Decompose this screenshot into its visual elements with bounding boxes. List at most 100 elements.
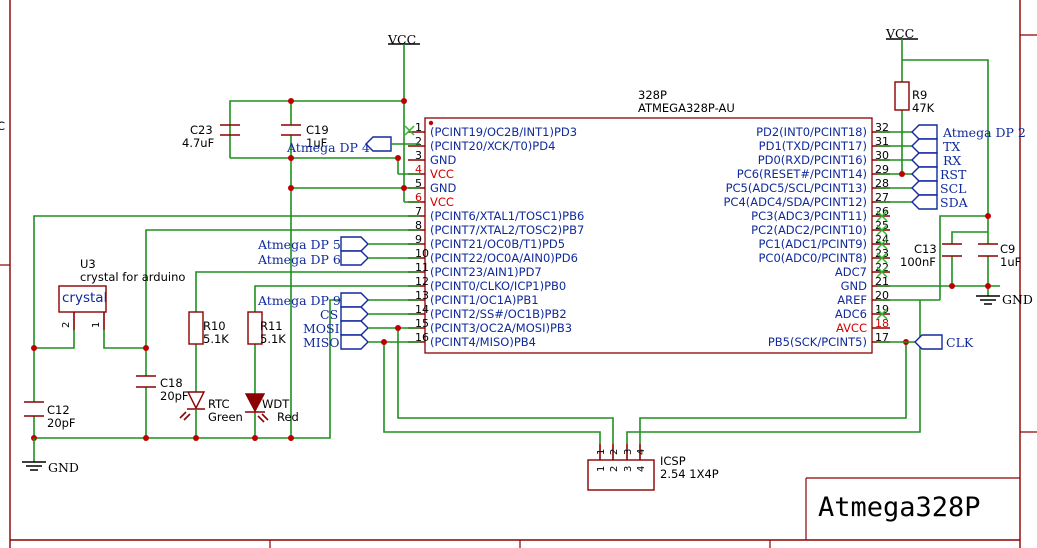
ic-pin-10: 10(PCINT22/OC0A/AIN0)PD6 [408, 247, 578, 265]
ic-pin-number: 20 [875, 289, 889, 302]
crystal-u3[interactable]: crystal U3 crystal for arduino 2 1 [58, 257, 185, 330]
port-clk[interactable]: CLK [914, 334, 974, 350]
cap-c18[interactable]: C18 20pF [136, 375, 189, 403]
u3-pin2: 2 [61, 322, 72, 328]
cap-c9[interactable]: C9 1uF [978, 242, 1021, 269]
u3-pin1: 1 [91, 322, 102, 328]
port-atmega-dp2[interactable]: Atmega DP 2 [911, 124, 1026, 140]
port-atmega-dp6[interactable]: Atmega DP 6 [257, 250, 420, 267]
r10-value: 5.1K [203, 332, 229, 346]
gnd-right-label: GND [1002, 292, 1033, 307]
ic-pin-number: 10 [415, 247, 429, 260]
ic-pin-label: PC5(ADC5/SCL/PCINT13) [726, 181, 867, 195]
ic-part: ATMEGA328P-AU [638, 101, 735, 115]
port-miso[interactable]: MISO [303, 334, 369, 350]
cap-c13[interactable]: C13 100nF [900, 242, 962, 269]
port-rx[interactable]: RX [911, 152, 961, 168]
icsp-header[interactable]: 1 2 3 4 1 2 3 4 ICSP 2.54 1X4P [587, 444, 719, 491]
nc-mark [876, 210, 888, 222]
ic-pin-number: 23 [875, 247, 889, 260]
port-rst-label: RST [940, 167, 967, 182]
ic-pin-number: 1 [415, 121, 422, 134]
ic-pin-20: 20 AREF [837, 289, 890, 307]
ic-pin-number: 28 [875, 177, 889, 190]
ic-pin-number: 12 [415, 275, 429, 288]
ic-pin-number: 26 [875, 205, 889, 218]
port-sda-label: SDA [940, 195, 969, 210]
ic-pin-label: PC2(ADC2/PCINT10) [751, 223, 867, 237]
ic-pin-number: 8 [415, 219, 422, 232]
ic-pin-label: PC6(RESET#/PCINT14) [737, 167, 867, 181]
ic-left-pins: 1(PCINT19/OC2B/INT1)PD32(PCINT20/XCK/T0)… [408, 121, 584, 349]
port-sda[interactable]: SDA [911, 194, 969, 210]
ic-pin-12: 12(PCINT0/CLKO/ICP1)PB0 [408, 275, 566, 293]
ic-pin-number: 22 [875, 261, 889, 274]
ic-pin-number: 6 [415, 191, 422, 204]
ic-pin-25: 25 PC2(ADC2/PCINT10) [751, 219, 890, 237]
r10-ref: R10 [203, 319, 226, 333]
resistor-r11[interactable]: R11 5.1K [247, 311, 286, 346]
svg-text:1: 1 [596, 449, 607, 455]
ic-pin-label: (PCINT2/SS#/OC1B)PB2 [430, 307, 567, 321]
ic-pin-label: (PCINT7/XTAL2/TOSC2)PB7 [430, 223, 584, 237]
nc-mark [876, 308, 888, 320]
nc-mark [876, 266, 888, 278]
port-scl-label: SCL [940, 181, 966, 196]
ic-pin-label: ADC7 [835, 265, 867, 279]
ic-pin-number: 17 [875, 331, 889, 344]
u3-body: crystal [62, 290, 107, 306]
ic-pin-number: 15 [415, 317, 429, 330]
cap-c12[interactable]: C12 20pF [24, 401, 76, 430]
ic-pin-label: PB5(SCK/PCINT5) [768, 335, 867, 349]
ic-pin-label: AREF [837, 293, 867, 307]
c12-ref: C12 [47, 403, 70, 417]
ic-right-pins: 32PD2(INT0/PCINT18)31PD1(TXD/PCINT17)30P… [723, 121, 890, 349]
resistor-r10[interactable]: R10 5.1K [188, 311, 229, 346]
ic-pin-label: VCC [430, 195, 454, 209]
cap-c19[interactable]: C19 1uF [281, 123, 329, 150]
c13-value: 100nF [900, 255, 936, 269]
port-mosi[interactable]: MOSI [303, 320, 369, 336]
ic-pin-number: 25 [875, 219, 889, 232]
ic-pin-label: PD0(RXD/PCINT16) [758, 153, 867, 167]
ic-pin-label: (PCINT6/XTAL1/TOSC1)PB6 [430, 209, 584, 223]
resistor-r9[interactable]: R9 47K [894, 81, 935, 115]
ic-pin-label: (PCINT23/AIN1)PD7 [430, 265, 542, 279]
u3-ref: U3 [80, 257, 96, 271]
frame-letter: C [0, 119, 5, 133]
ic-pin-number: 21 [875, 275, 889, 288]
port-rst[interactable]: RST [911, 166, 967, 182]
port-mosi-label: MOSI [303, 321, 340, 336]
nc-mark [876, 224, 888, 236]
ic-pin-28: 28 PC5(ADC5/SCL/PCINT13) [726, 177, 890, 195]
ic-name: 328P [638, 88, 667, 102]
port-dp5-label: Atmega DP 5 [257, 237, 341, 252]
port-scl[interactable]: SCL [911, 180, 966, 196]
port-tx[interactable]: TX [911, 138, 960, 154]
port-atmega-dp4[interactable]: Atmega DP 4 [286, 136, 420, 155]
led-rtc[interactable]: RTC Green [179, 391, 243, 424]
port-atmega-dp9[interactable]: Atmega DP 9 [257, 292, 369, 308]
ic-pin-label: GND [841, 279, 868, 293]
c9-ref: C9 [1000, 242, 1015, 256]
led-wdt[interactable]: WDT Red [244, 393, 299, 424]
sheet-title: Atmega328P [818, 492, 981, 523]
ic-pin-label: PC1(ADC1/PCINT9) [759, 237, 868, 251]
c12-value: 20pF [47, 416, 76, 430]
rtc-ref: RTC [208, 397, 230, 411]
ic-pin-number: 7 [415, 205, 422, 218]
c23-ref: C23 [190, 123, 213, 137]
cap-c23[interactable]: C23 4.7uF [182, 123, 240, 150]
ic-atmega328p[interactable]: 328P ATMEGA328P-AU [424, 88, 873, 354]
ic-pin-label: (PCINT4/MISO)PB4 [430, 335, 536, 349]
ic-pin-label: PD1(TXD/PCINT17) [759, 139, 867, 153]
port-atmega-dp5[interactable]: Atmega DP 5 [257, 236, 420, 252]
r9-value: 47K [912, 101, 935, 115]
gnd-right-symbol: GND [976, 286, 1033, 307]
ic-pin-label: (PCINT1/OC1A)PB1 [430, 293, 539, 307]
port-cs[interactable]: CS [320, 306, 420, 322]
ic-pin-number: 13 [415, 289, 429, 302]
port-dp9-label: Atmega DP 9 [257, 293, 341, 308]
